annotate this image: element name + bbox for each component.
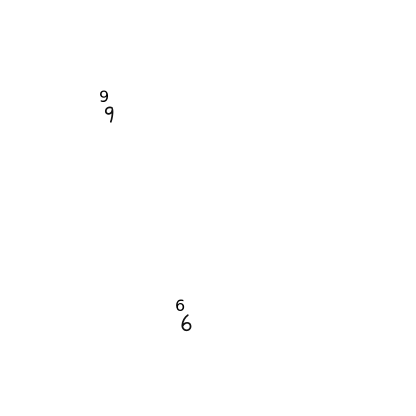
digit-six-text: 6	[175, 296, 185, 315]
handwritten-digit-six: 6	[175, 296, 192, 332]
handwritten-digit-nine: 9	[99, 87, 114, 123]
digit-nine-text: 9	[99, 87, 109, 106]
